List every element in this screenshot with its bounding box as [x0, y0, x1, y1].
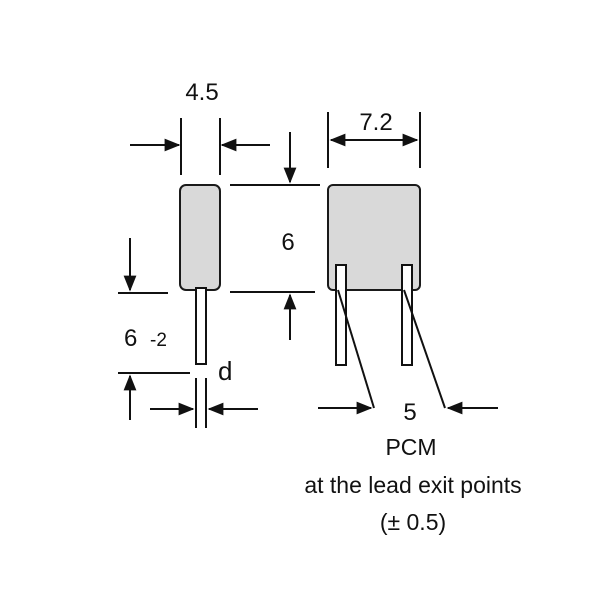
dimension-lead-length: [118, 238, 190, 420]
front-view: [327, 184, 421, 366]
front-view-lead-right: [401, 264, 413, 366]
label-lead-diameter: d: [218, 356, 232, 386]
dimension-pitch: [318, 289, 498, 415]
front-view-lead-left: [335, 264, 347, 366]
label-pitch-value: 5: [403, 399, 416, 426]
side-view-lead: [195, 287, 207, 365]
label-pitch-tolerance: (± 0.5): [380, 509, 446, 535]
dimension-side-width: [130, 118, 270, 175]
label-height-body: 6: [281, 229, 294, 256]
dimension-body-height: [230, 132, 320, 340]
label-pitch-abbrev: PCM: [385, 434, 436, 460]
front-view-body: [327, 184, 421, 291]
label-lead-length-tolerance: -2: [150, 330, 167, 351]
label-pitch-note: at the lead exit points: [304, 472, 521, 498]
side-view-body: [179, 184, 221, 291]
label-width-side: 4.5: [185, 79, 218, 106]
label-lead-length-value: 6: [124, 325, 137, 352]
side-view: [179, 184, 221, 365]
label-width-front: 7.2: [359, 109, 392, 136]
dimension-lead-diameter: [150, 378, 258, 428]
dimension-front-width: [327, 112, 421, 168]
